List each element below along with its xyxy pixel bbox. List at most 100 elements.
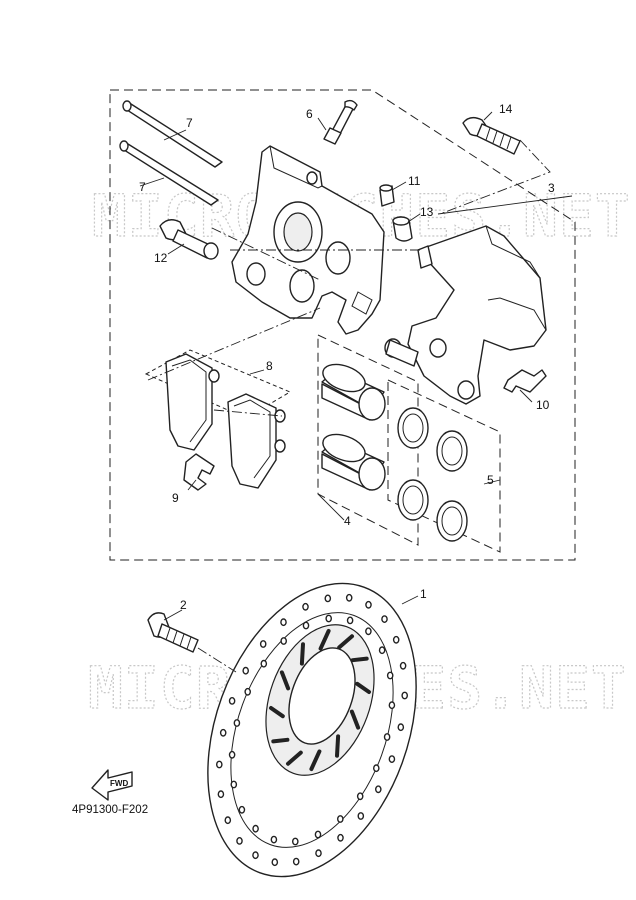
disc-bolt — [147, 612, 199, 653]
disc-hole — [324, 594, 332, 603]
callouts: 7 7 6 11 14 3 13 12 8 10 5 9 4 2 1 — [139, 102, 555, 612]
seal-ring-3 — [397, 479, 429, 521]
disc-hole — [270, 835, 278, 844]
disc-hole — [280, 637, 288, 645]
callout-pad-pin-upper: 7 — [186, 116, 193, 130]
callout-pad-kit: 8 — [266, 359, 273, 373]
callout-caliper-bolt: 12 — [154, 251, 168, 265]
pad-spring — [183, 453, 215, 491]
piston-lower — [321, 433, 386, 491]
disc-slot — [279, 670, 291, 691]
disc-hole — [388, 755, 396, 763]
disc-hole — [252, 851, 259, 860]
caliper-bracket — [384, 225, 547, 405]
disc-hole — [228, 750, 236, 759]
callout-bleed-cap: 11 — [408, 174, 421, 188]
brake-pad-rear — [227, 393, 286, 489]
pad-pin-lower — [119, 140, 219, 206]
disc-hub-slots — [269, 629, 371, 771]
disc-hole — [242, 666, 249, 675]
seal-ring-1 — [397, 407, 429, 449]
seal-ring-4 — [436, 500, 468, 542]
disc-hole — [392, 635, 400, 644]
disc-hole — [228, 697, 236, 705]
disc-hole — [260, 659, 268, 668]
disc-hole — [374, 785, 382, 794]
callout-caliper-assy: 3 — [548, 181, 555, 195]
disc-slot — [337, 634, 354, 650]
disc-hole — [314, 830, 322, 839]
disc-slot — [299, 642, 305, 666]
disc-hole — [236, 837, 243, 845]
callout-piston: 4 — [344, 514, 351, 528]
disc-hole — [397, 723, 405, 732]
disc-slot — [350, 656, 369, 663]
pad-support — [503, 369, 547, 393]
disc-slot — [271, 737, 290, 744]
disc-hole — [271, 858, 279, 867]
disc-hole — [365, 600, 372, 609]
callout-bleed-screw: 6 — [306, 107, 313, 121]
disc-hole — [357, 812, 365, 820]
boot — [392, 216, 413, 242]
disc-hole — [302, 602, 309, 611]
disc-hole — [233, 719, 241, 727]
disc-hole — [217, 790, 225, 799]
caliper-bolt — [159, 219, 219, 260]
disc-hole — [259, 640, 267, 648]
disc-hole — [345, 593, 353, 602]
disc-hole — [325, 614, 333, 623]
callout-disc-bolt: 2 — [180, 598, 187, 612]
disc-hole — [238, 805, 246, 814]
piston-group-boundary — [317, 334, 419, 546]
disc-hole — [336, 815, 344, 823]
disc-hole — [315, 849, 322, 858]
disc-hole — [372, 764, 380, 773]
callout-seal-kit: 5 — [487, 473, 494, 487]
seal-group-boundary — [387, 379, 501, 553]
disc-hole — [383, 733, 391, 741]
disc-hole — [219, 728, 227, 737]
callout-bracket-bolt: 14 — [499, 102, 513, 116]
brake-pad-front — [165, 353, 220, 451]
disc-hole — [252, 824, 259, 833]
disc-slot — [269, 706, 285, 719]
disc-hole — [386, 671, 394, 680]
disc-hole — [399, 661, 407, 670]
disc-slot — [318, 629, 331, 651]
disc-vent-holes — [215, 593, 409, 867]
callout-pad-support: 10 — [536, 398, 550, 412]
fwd-arrow-icon: FWD — [91, 769, 133, 801]
diagram-code: 4P91300-F202 — [72, 804, 148, 816]
callout-disc: 1 — [420, 587, 427, 601]
disc-hole — [291, 837, 299, 846]
disc-hole — [401, 691, 409, 700]
disc-hole — [244, 687, 251, 696]
callout-pad-pin-lower: 7 — [139, 180, 146, 194]
disc-hole — [337, 833, 344, 842]
seal-ring-2 — [436, 430, 468, 472]
disc-hole — [378, 646, 386, 655]
disc-slot — [309, 749, 322, 771]
callout-boot: 13 — [420, 205, 434, 219]
disc-hole — [224, 816, 232, 825]
disc-hole — [388, 701, 396, 710]
disc-slot — [286, 750, 303, 766]
disc-hole — [346, 616, 354, 625]
caliper-assembly-boundary — [109, 89, 576, 561]
fwd-label: FWD — [110, 779, 128, 788]
piston-upper — [321, 363, 386, 421]
disc-hole — [280, 618, 287, 627]
disc-slot — [355, 681, 371, 694]
disc-hole — [230, 780, 238, 789]
caliper-body — [231, 145, 385, 335]
disc-hole — [365, 627, 372, 636]
disc-hole — [381, 615, 388, 623]
bracket-bolt — [462, 116, 521, 155]
callout-pad-spring: 9 — [172, 491, 179, 505]
disc-slot — [335, 734, 341, 758]
leader-lines — [139, 111, 573, 673]
disc-hole — [292, 857, 300, 866]
disc-hole — [356, 792, 364, 801]
